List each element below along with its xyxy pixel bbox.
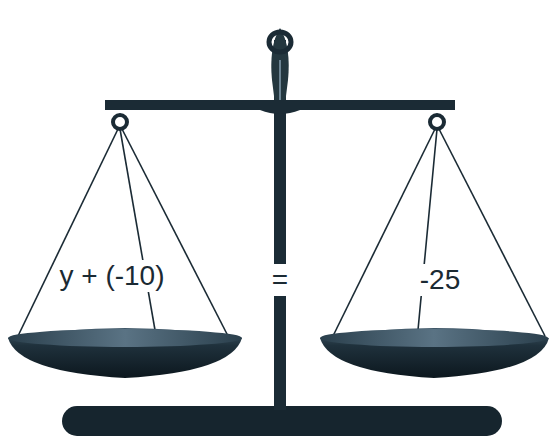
scale-beam (105, 100, 455, 114)
equals-sign: = (269, 264, 291, 296)
right-pan-rim (320, 329, 548, 347)
left-expression: y + (-10) (56, 260, 167, 292)
left-hook (113, 115, 127, 129)
scale-base (62, 406, 502, 436)
right-hook (430, 115, 444, 129)
left-strings (18, 129, 228, 336)
top-ring (269, 32, 291, 52)
right-pan (320, 328, 549, 378)
pointer-highlight (279, 60, 281, 100)
left-pan-rim (8, 329, 242, 347)
right-value: -25 (417, 264, 463, 296)
pivot-pointer (271, 28, 288, 112)
right-strings (333, 129, 545, 336)
left-pan (8, 328, 242, 378)
